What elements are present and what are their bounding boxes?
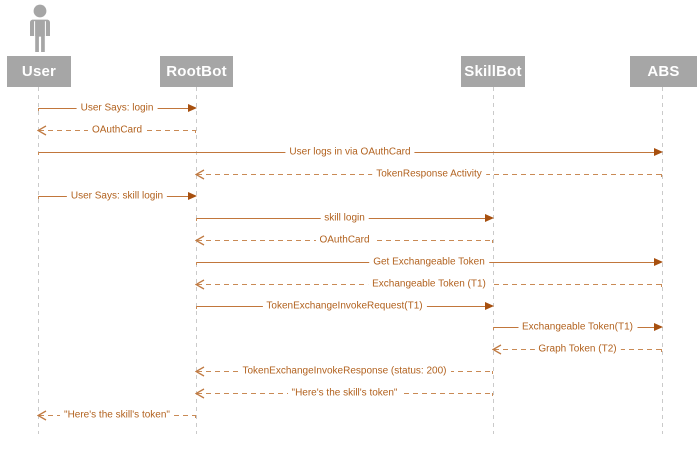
message-source-tick <box>195 130 196 133</box>
lifeline-user <box>37 87 39 434</box>
message-source-tick <box>196 218 197 221</box>
participant-box-user: User <box>7 56 71 87</box>
message-label: "Here's the skill's token" <box>287 387 402 399</box>
message-label: User logs in via OAuthCard <box>285 146 415 158</box>
message-label: Exchangeable Token (T1) <box>368 278 490 290</box>
lifeline-skillbot <box>492 87 494 434</box>
open-arrowhead-icon <box>37 410 47 421</box>
open-arrowhead-icon <box>492 344 502 355</box>
message-label: TokenExchangeInvokeRequest(T1) <box>262 300 427 312</box>
message-source-tick <box>661 284 662 287</box>
message-source-tick <box>493 327 494 330</box>
message-source-tick <box>38 196 39 199</box>
filled-arrowhead-icon <box>188 192 197 200</box>
message-source-tick <box>661 349 662 352</box>
message-source-tick <box>196 306 197 309</box>
open-arrowhead-icon <box>195 169 205 180</box>
filled-arrowhead-icon <box>654 148 663 156</box>
open-arrowhead-icon <box>195 388 205 399</box>
message-label: Exchangeable Token(T1) <box>518 321 637 333</box>
message-label: User Says: skill login <box>66 190 168 202</box>
message-label: TokenResponse Activity <box>372 168 486 180</box>
filled-arrowhead-icon <box>654 323 663 331</box>
message-source-tick <box>196 262 197 265</box>
participant-box-abs: ABS <box>630 56 697 87</box>
open-arrowhead-icon <box>195 235 205 246</box>
filled-arrowhead-icon <box>485 302 494 310</box>
person-icon <box>30 4 50 53</box>
message-source-tick <box>492 240 493 243</box>
message-label: OAuthCard <box>87 124 147 136</box>
message-label: User Says: login <box>76 102 158 114</box>
message-source-tick <box>195 415 196 418</box>
message-source-tick <box>38 152 39 155</box>
lifeline-rootbot <box>195 87 197 434</box>
open-arrowhead-icon <box>195 366 205 377</box>
message-label: OAuthCard <box>315 234 374 246</box>
message-label: Get Exchangeable Token <box>369 256 489 268</box>
message-label: "Here's the skill's token" <box>60 409 174 421</box>
message-source-tick <box>492 371 493 374</box>
filled-arrowhead-icon <box>188 104 197 112</box>
filled-arrowhead-icon <box>485 214 494 222</box>
message-label: Graph Token (T2) <box>534 343 621 355</box>
message-source-tick <box>661 174 662 177</box>
open-arrowhead-icon <box>37 125 47 136</box>
open-arrowhead-icon <box>195 279 205 290</box>
filled-arrowhead-icon <box>654 258 663 266</box>
participant-box-rootbot: RootBot <box>160 56 233 87</box>
participant-box-skillbot: SkillBot <box>461 56 525 87</box>
message-source-tick <box>492 393 493 396</box>
message-label: skill login <box>320 212 369 224</box>
message-source-tick <box>38 108 39 111</box>
message-label: TokenExchangeInvokeResponse (status: 200… <box>238 365 451 377</box>
